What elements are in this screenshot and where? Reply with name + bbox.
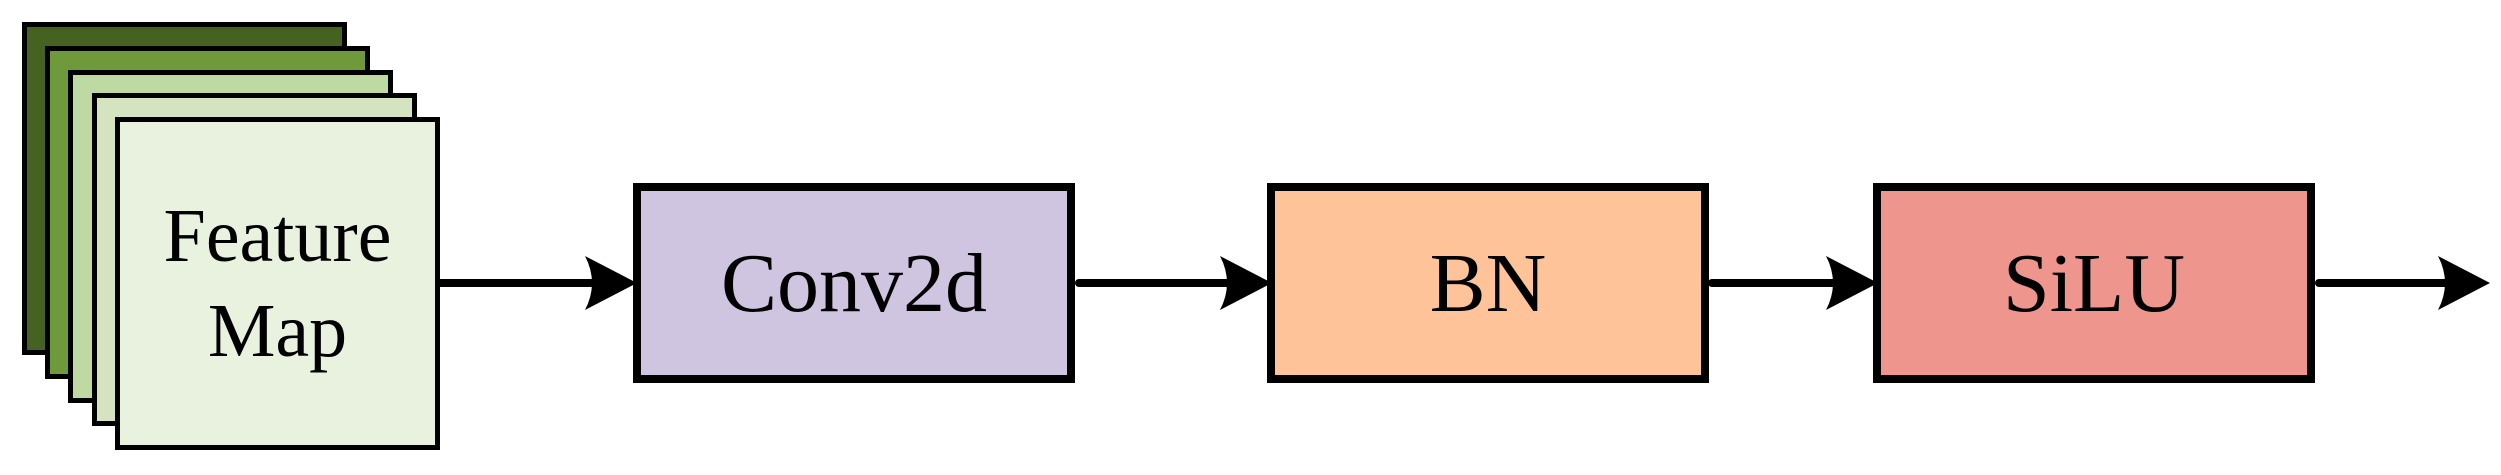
feature-map-stack: Feature Map (0, 0, 470, 475)
feature-map-layer-5 (115, 117, 440, 450)
feature-map-label: Feature Map (163, 193, 392, 373)
arrow-conv2d-to-bn-icon (1075, 256, 1272, 310)
bn-block: BN (1267, 183, 1709, 383)
arrow-bn-to-silu-icon (1708, 256, 1878, 310)
conv2d-label: Conv2d (720, 236, 988, 330)
conv2d-block: Conv2d (633, 183, 1075, 383)
silu-label: SiLU (2002, 236, 2186, 330)
bn-label: BN (1429, 236, 1547, 330)
arrow-silu-output-icon (2315, 256, 2490, 310)
silu-block: SiLU (1873, 183, 2315, 383)
